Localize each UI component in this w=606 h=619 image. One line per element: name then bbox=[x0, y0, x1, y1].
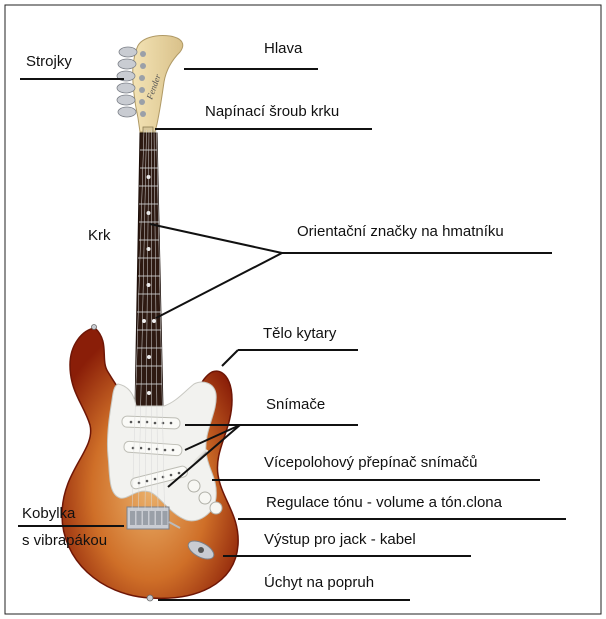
strap-button-horn bbox=[92, 325, 97, 330]
label-kobylka-line1: Kobylka bbox=[22, 505, 76, 522]
label-strojky: Strojky bbox=[26, 53, 72, 70]
label-prepinac: Vícepolohový přepínač snímačů bbox=[264, 454, 477, 471]
label-snimace: Snímače bbox=[266, 396, 325, 413]
label-napinaci-sroub: Napínací šroub krku bbox=[205, 103, 339, 120]
label-hlava: Hlava bbox=[264, 40, 303, 57]
label-orientacni-znacky: Orientační značky na hmatníku bbox=[297, 223, 504, 240]
guitar-illustration: Fender bbox=[62, 36, 238, 602]
label-kobylka-line2: s vibrapákou bbox=[22, 532, 107, 549]
label-regulace: Regulace tónu - volume a tón.clona bbox=[266, 494, 503, 511]
label-vystup: Výstup pro jack - kabel bbox=[264, 531, 416, 548]
label-telo-kytary: Tělo kytary bbox=[263, 325, 337, 342]
strap-button-bottom bbox=[147, 595, 153, 601]
fretboard bbox=[135, 133, 163, 410]
label-uchyt: Úchyt na popruh bbox=[264, 574, 374, 591]
label-krk: Krk bbox=[88, 227, 111, 244]
